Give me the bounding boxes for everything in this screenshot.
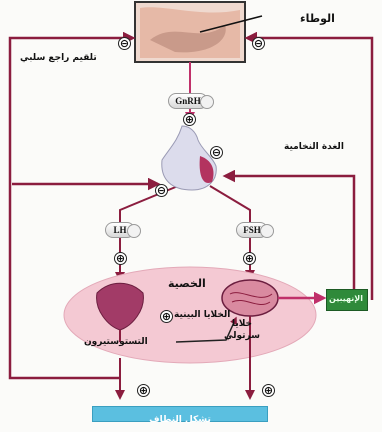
spermatogenesis-label: تشكل النطاف xyxy=(149,415,211,425)
inhibin-box: الإنهيبين xyxy=(326,289,368,311)
sertoli-cells-label: خلايا سرتولي xyxy=(222,318,262,342)
negative-sign-hypothalamus-left: ⊖ xyxy=(118,37,131,50)
hypothalamus-label: الوطاء xyxy=(300,12,335,25)
positive-sign-gnrh: ⊕ xyxy=(183,113,196,126)
positive-sign-lh: ⊕ xyxy=(114,252,127,265)
testis-label: الخصية xyxy=(168,277,206,290)
negative-sign-hypothalamus-right: ⊖ xyxy=(252,37,265,50)
fsh-pill: FSH xyxy=(236,222,268,238)
positive-sign-testosterone-down: ⊕ xyxy=(137,384,150,397)
inhibin-label: الإنهيبين xyxy=(329,294,363,303)
gnrh-pill: GnRH xyxy=(168,93,208,109)
negative-feedback-label: تلقيم راجع سلبي xyxy=(20,53,97,63)
sertoli-cell-shape xyxy=(222,280,278,316)
negative-sign-pituitary-left: ⊖ xyxy=(155,184,168,197)
positive-sign-sertoli-down: ⊕ xyxy=(262,384,275,397)
positive-sign-fsh: ⊕ xyxy=(243,252,256,265)
testosterone-label: التستوستيرون xyxy=(84,337,148,347)
spermatogenesis-bar: تشكل النطاف xyxy=(92,406,268,422)
positive-sign-leydig: ⊕ xyxy=(160,310,173,323)
hypothalamus-image xyxy=(135,2,262,62)
negative-sign-pituitary-right: ⊖ xyxy=(210,146,223,159)
pituitary-label: الغدة النخامية xyxy=(284,142,344,152)
lh-pill: LH xyxy=(105,222,135,238)
